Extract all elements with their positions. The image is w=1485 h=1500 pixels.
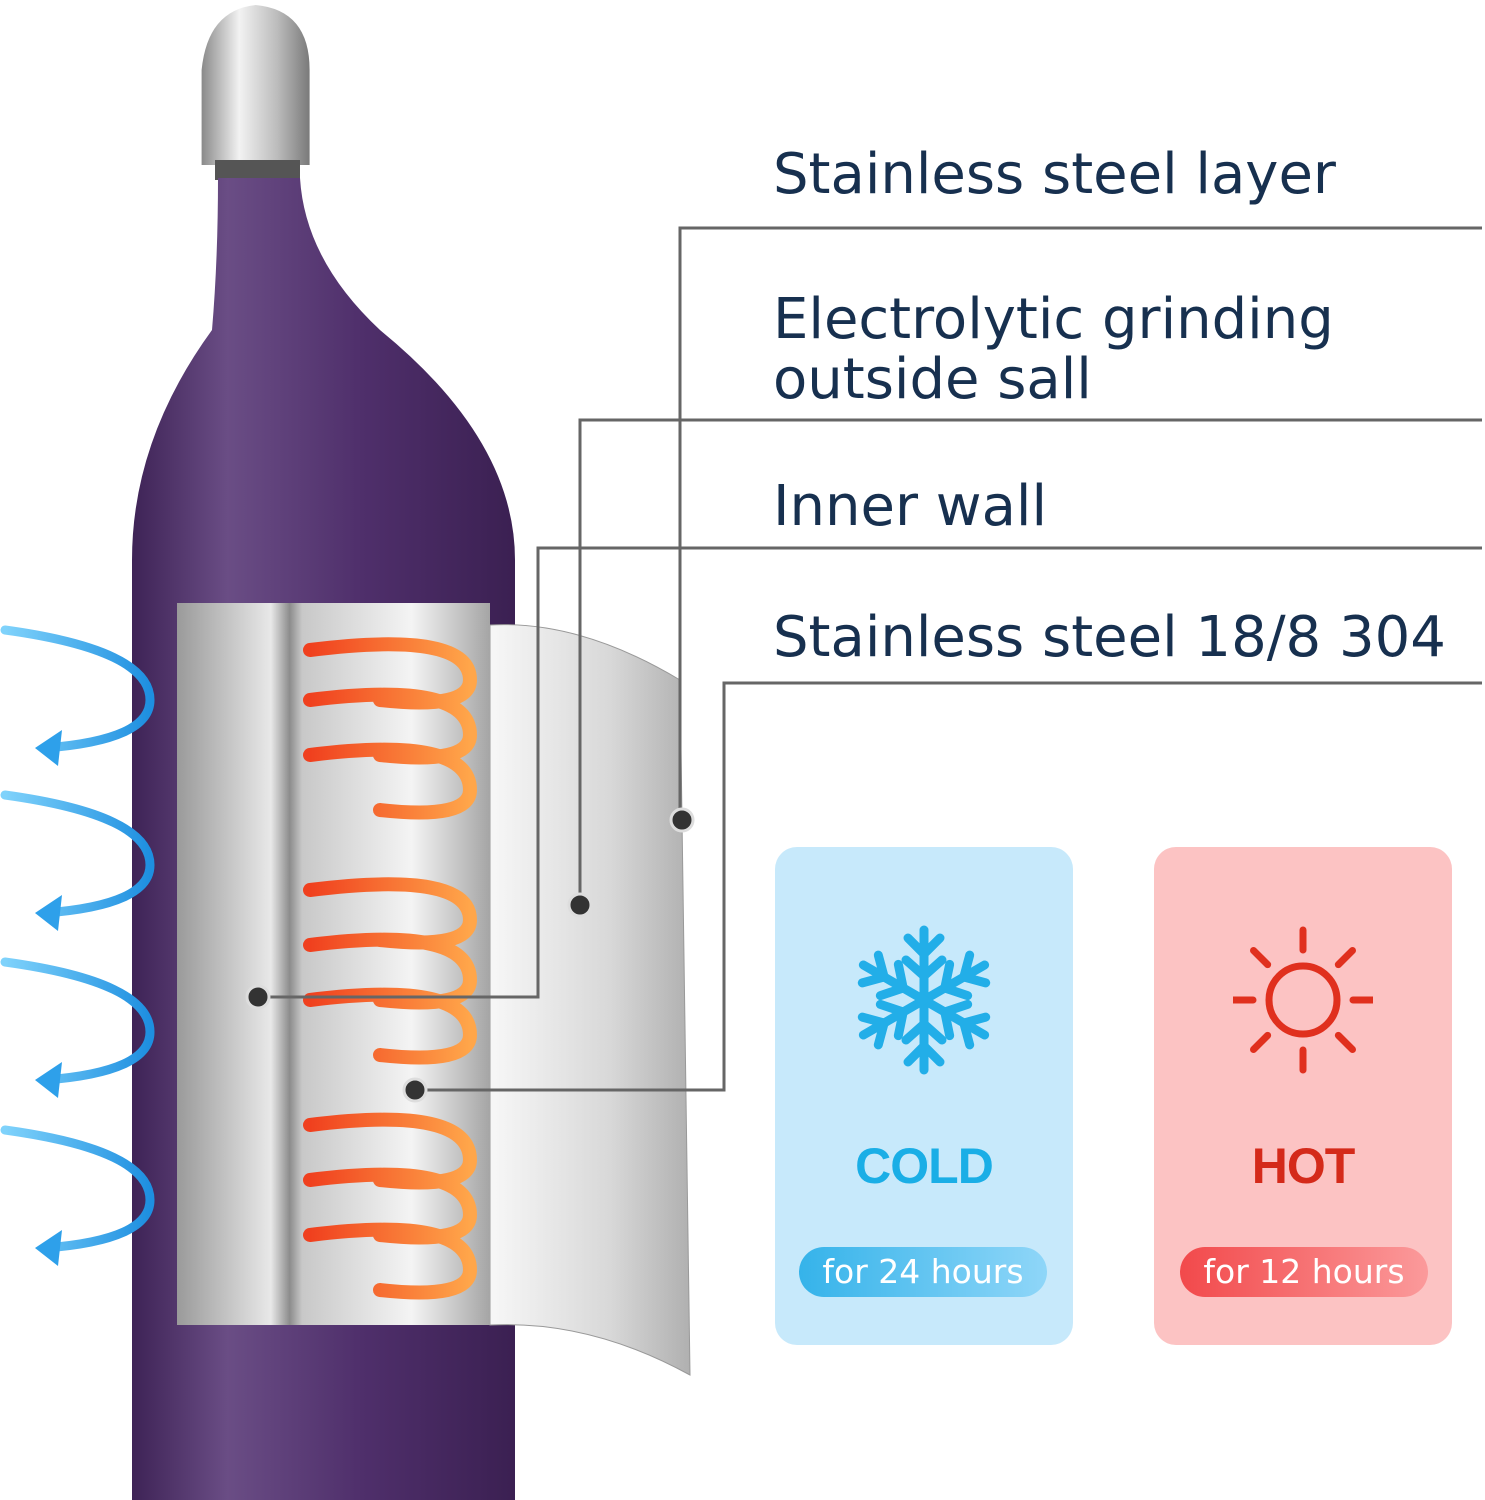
hot-card: HOT for 12 hours	[1154, 847, 1452, 1345]
label-outside-sall: outside sall	[773, 347, 1092, 412]
label-electrolytic-grinding: Electrolytic grinding	[773, 287, 1334, 352]
inner-steel-wall	[177, 603, 490, 1325]
label-inner-wall: Inner wall	[773, 474, 1048, 539]
leader-lines	[258, 226, 1482, 1092]
label-stainless-steel-304: Stainless steel 18/8 304	[773, 605, 1446, 670]
cold-card: COLD for 24 hours	[775, 847, 1073, 1345]
sun-icon	[1233, 926, 1373, 1075]
snowflake-icon	[854, 925, 994, 1075]
cold-arrows	[0, 625, 155, 1253]
cold-duration-badge: for 24 hours	[799, 1247, 1047, 1297]
hot-title: HOT	[1251, 1138, 1356, 1194]
hot-duration-badge: for 12 hours	[1180, 1247, 1428, 1297]
cold-title: COLD	[855, 1138, 994, 1194]
label-stainless-steel-layer: Stainless steel layer	[773, 142, 1336, 207]
bottle-cap	[201, 5, 310, 165]
heat-arrows	[303, 637, 478, 1300]
outer-sheet	[489, 624, 691, 1376]
